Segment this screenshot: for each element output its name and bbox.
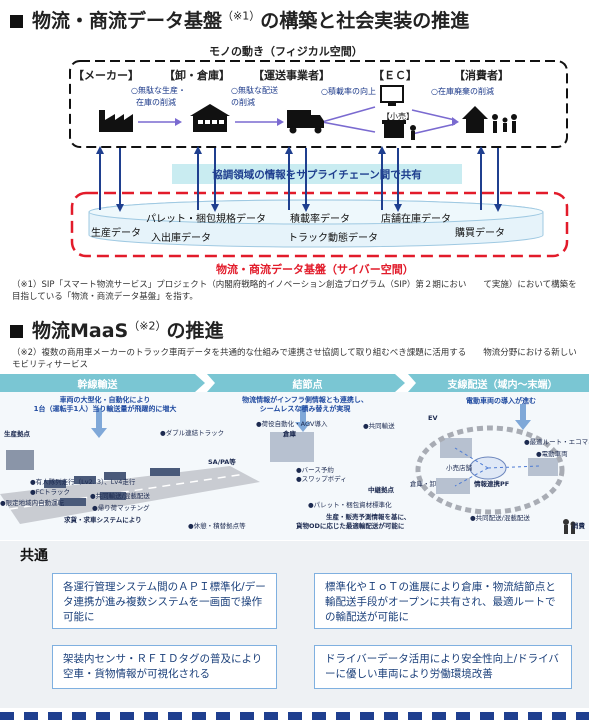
physical-space-label: モノの動き（フィジカル空間） [209,45,363,58]
title-rest: の推進 [166,320,224,342]
label-warehouse: 倉庫 [283,430,296,438]
benefit-2a: ○無駄な配送 [231,86,278,95]
section2-title: 物流MaaS（※2）の推進 [10,316,223,343]
label-info-pf: 情報連携PF [474,480,510,488]
actor-carrier: 【運送事業者】 [253,69,330,82]
title-rest: の構築と社会実装の推進 [260,10,470,32]
label-ev: EV [428,414,438,422]
common-box-driver: ドライバーデータ活用により安全性向上/ドライバーに優しい車両により労働環境改善 [314,645,572,689]
label-optimal-route: ●最適ルート・エコマネ [524,438,589,446]
data-item-production: 生産データ [91,228,141,239]
data-item-purchase: 購買データ [455,228,505,239]
house-family-icon [462,106,517,133]
trunk-note-line-2: 1台（運転手1人）当り輸送量が飛躍的に増大 [33,405,177,413]
section1-title: 物流・商流データ基盤（※1）の構築と社会実装の推進 [10,6,469,33]
node-note-line-1: 物流情報がインフラ側情報とも連携し、 [242,396,368,404]
footnote-2: （※2）複数の商用車メーカーのトラック車両データを共通的な仕組みで連携させ協調し… [12,348,577,370]
common-box-rfid: 架装内センサ・ＲＦＩＤタグの普及により空車・貨物情報が可視化される [52,645,277,689]
node-note-line-2: シームレスな積み替えが実現 [259,405,351,413]
actor-ec: 【ＥＣ】 [373,69,417,82]
label-berth: ●バース予約 [296,466,334,474]
ec-computer-icon [380,85,404,106]
trunk-note: 車両の大型化・自動化により 1台（運転手1人）当り輸送量が飛躍的に増大 [30,396,180,414]
trunk-note-line-1: 車両の大型化・自動化により [59,396,151,404]
actor-consumer: 【消費者】 [454,69,509,82]
data-item-truck: トラック動態データ [288,233,378,244]
band-trunk: 幹線輸送 [77,380,118,391]
label-joint-delivery: ●共同配送/混載配送 [470,514,530,522]
label-swap-body: ●スワップボディ [296,475,347,483]
label-cargo-system: 求貨・求車システムにより [64,516,142,524]
share-banner: 協調領域の情報をサプライチェーン間で共有 [212,169,422,181]
cyber-space-label: 物流・商流データ基盤（サイバー空間） [216,263,414,276]
bottom-stripe [0,712,589,720]
label-limited-area: ●限定地域内自動運転 [0,499,65,507]
common-header: 共通 [20,548,48,564]
actor-wholesale: 【卸・倉庫】 [164,69,230,82]
label-joint-mixed: ●共同輸送/混載配送 [90,492,150,500]
title-text: 物流・商流データ基盤 [32,10,223,32]
label-production-site: 生産拠点 [4,430,30,438]
label-consumer: 消費 [572,522,585,530]
label-return-matching: ●帰り荷マッチング [92,504,150,512]
label-platooning: ●有人隊列走行（Lv2. 3）、Lv4走行 [30,478,136,486]
bullet-square-icon [10,325,23,338]
label-double-truck: ●ダブル連結トラック [160,429,225,437]
shop-icon [382,120,416,140]
label-joint-transport: ●共同輸送 [363,422,395,430]
data-item-store-stock: 店舗在庫データ [381,214,451,225]
common-box-iot: 標準化やＩｏＴの進展により倉庫・物流結節点と輸配送手段がオープンに共有され、最適… [314,573,572,629]
common-box-api: 各運行管理システム間のＡＰＩ標準化/データ連携が進み複数システムを一画面で操作可… [52,573,277,629]
label-sapa: SA/PA等 [208,458,236,466]
label-relay-hub: 中継拠点 [368,486,394,494]
actor-small-shop: 【小売】 [382,112,414,121]
section1-diagram [69,60,569,258]
data-item-pallet: パレット・梱包規格データ [146,214,266,225]
benefit-1b: 在庫の削減 [136,98,176,107]
label-retail-store: 小売店舗 [446,464,472,472]
title-sup: （※1） [222,9,261,23]
actor-maker: 【メーカー】 [73,69,139,82]
title-sup: （※2） [128,319,167,333]
factory-icon [99,110,133,132]
label-pallet-standard: ●パレット・梱包資材標準化 [308,501,392,509]
band-branch: 支線配送（域内〜末端） [447,380,558,391]
benefit-3: ○積載率の向上 [321,87,376,96]
branch-note: 電動車両の導入が進む [466,397,536,405]
bullet-square-icon [10,15,23,28]
label-ev-vehicle: ●電動車両 [536,450,568,458]
label-warehouse-wholesale: 倉庫・卸 [410,480,436,488]
data-item-load: 積載率データ [290,214,350,225]
benefit-4: ○在庫廃棄の削減 [431,87,494,96]
band-node: 結節点 [292,380,323,391]
footnote-1: （※1）SIP「スマート物流サービス」プロジェクト（内閣府戦略的イノベーション創… [12,280,577,302]
label-fc-truck: ●FCトラック [30,488,70,496]
benefit-1a: ○無駄な生産・ [131,86,186,95]
title-text: 物流MaaS [32,320,129,342]
label-forecast: 生産・販売予測情報を基に、 [326,513,411,521]
label-agv: ●荷役自動化・AGV導入 [256,420,328,428]
label-optimal-od: 貨物ODに応じた最適輸配送が可能に [296,522,405,530]
maas-illustration [0,374,589,540]
warehouse-icon [190,104,230,132]
data-item-inout: 入出庫データ [151,233,211,244]
node-note: 物流情報がインフラ側情報とも連携し、 シームレスな積み替えが実現 [220,396,390,414]
truck-icon [287,110,324,134]
benefit-2b: の削減 [231,98,255,107]
label-rest-stop: ●休憩・積替拠点等 [188,522,246,530]
